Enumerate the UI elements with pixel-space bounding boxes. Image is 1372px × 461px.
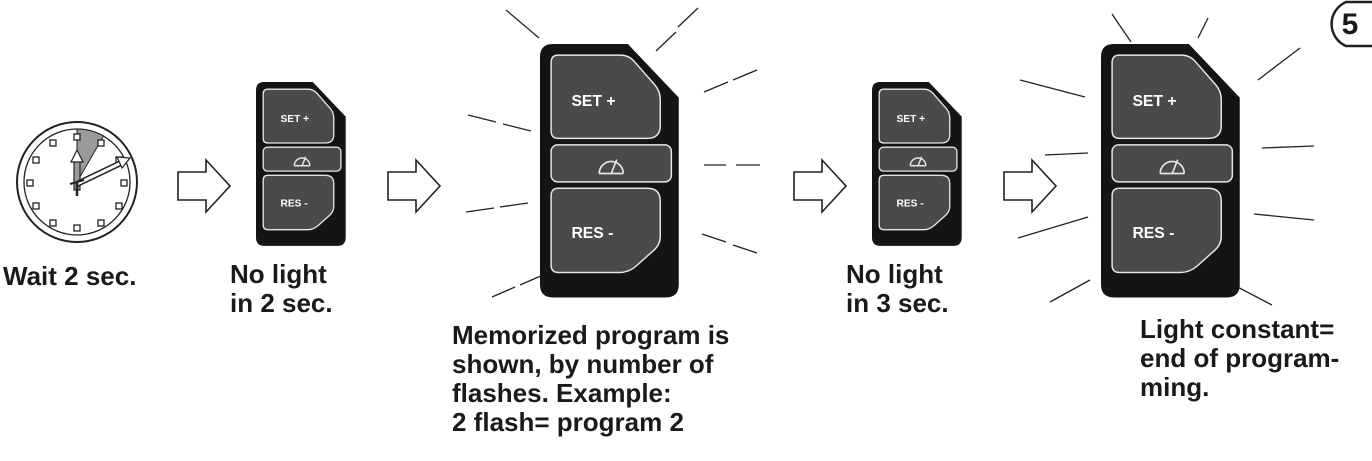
set-plus-button[interactable]	[878, 88, 951, 144]
arrow-4-icon	[1003, 157, 1058, 215]
set-plus-label: SET +	[571, 93, 615, 110]
set-plus-button[interactable]	[262, 88, 335, 144]
cruise-indicator	[878, 146, 958, 172]
caption-no-light-1: No light in 2 sec.	[230, 259, 333, 319]
clock-icon	[16, 121, 138, 243]
speedometer-icon	[909, 156, 927, 167]
set-plus-button[interactable]	[1111, 54, 1222, 140]
set-plus-button[interactable]	[550, 54, 661, 140]
cruise-indicator	[262, 146, 342, 172]
res-minus-button[interactable]	[550, 187, 661, 274]
caption-light-constant: Light constant= end of program- ming.	[1140, 314, 1340, 403]
arrow-3-icon	[793, 157, 848, 215]
control-panel-3: SET + RES -	[872, 82, 962, 246]
set-plus-label: SET +	[897, 114, 926, 125]
caption-wait: Wait 2 sec.	[3, 261, 137, 291]
step-number-badge: 5	[1330, 0, 1372, 48]
light-rays-2	[1017, 13, 1315, 306]
caption-memorized-program: Memorized program is shown, by number of…	[452, 320, 730, 438]
speedometer-icon	[598, 159, 625, 175]
res-minus-button[interactable]	[262, 174, 335, 231]
arrow-1-icon	[177, 157, 232, 215]
res-minus-label: RES -	[897, 198, 924, 209]
flash-rays-1	[465, 7, 760, 298]
cruise-indicator	[550, 144, 673, 183]
res-minus-label: RES -	[571, 225, 613, 242]
speedometer-icon	[293, 156, 311, 167]
cruise-indicator	[1111, 144, 1234, 183]
res-minus-label: RES -	[281, 198, 308, 209]
speedometer-icon	[1159, 159, 1186, 175]
res-minus-button[interactable]	[1111, 187, 1222, 274]
res-minus-button[interactable]	[878, 174, 951, 231]
control-panel-1: SET + RES -	[256, 82, 346, 246]
arrow-2-icon	[387, 157, 442, 215]
caption-no-light-2: No light in 3 sec.	[846, 259, 949, 319]
res-minus-label: RES -	[1132, 225, 1174, 242]
set-plus-label: SET +	[1132, 93, 1176, 110]
step-number: 5	[1342, 8, 1359, 41]
control-panel-4: SET + RES -	[1101, 44, 1240, 298]
control-panel-2: SET + RES -	[540, 44, 679, 298]
set-plus-label: SET +	[281, 114, 310, 125]
